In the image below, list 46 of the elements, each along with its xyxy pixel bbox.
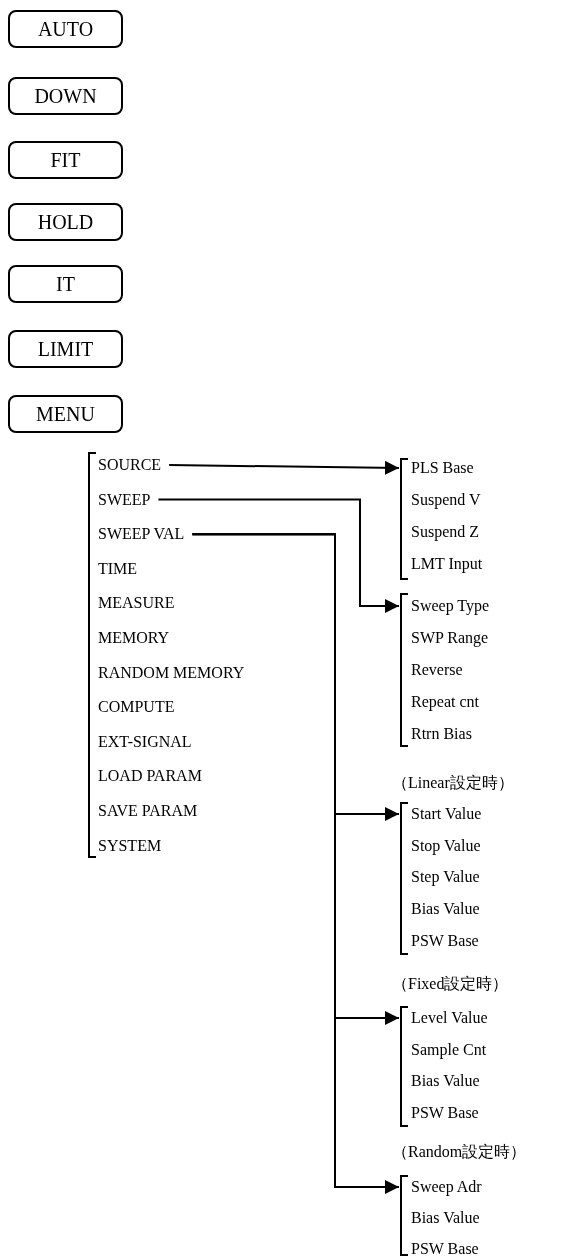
menu-item: Step Value	[411, 867, 480, 888]
menu-item: Stop Value	[411, 835, 481, 856]
menu-item: PSW Base	[411, 1103, 479, 1124]
caption-text: （Linear設定時）	[392, 773, 514, 793]
menu-item: SWP Range	[411, 628, 489, 648]
caption-text: （Fixed設定時）	[392, 974, 509, 994]
menu-item: LOAD PARAM	[98, 766, 202, 787]
menu-item: Sweep Type	[411, 596, 490, 616]
menu-item: Bias Value	[411, 1208, 480, 1228]
menu-item: TIME	[98, 558, 138, 579]
menu-item: MEASURE	[98, 593, 175, 614]
menu-item: PSW Base	[411, 930, 479, 951]
menu-item: Suspend Z	[411, 522, 479, 542]
menu-item: Bias Value	[411, 899, 480, 920]
arrow	[157, 498, 400, 613]
menu-item: Reverse	[411, 660, 463, 680]
menu-item: PLS Base	[411, 458, 474, 478]
menu-item: Level Value	[411, 1008, 488, 1028]
menu-item: SOURCE	[98, 455, 162, 475]
menu-item: Bias Value	[411, 1071, 480, 1092]
menu-item: RANDOM MEMORY	[98, 662, 245, 683]
caption-text: （Random設定時）	[392, 1142, 527, 1162]
menu-item: MEMORY	[98, 628, 170, 648]
key-button: AUTO	[8, 10, 123, 48]
menu-item: SYSTEM	[98, 835, 162, 856]
key-button: MENU	[8, 395, 123, 433]
key-button: DOWN	[8, 77, 123, 115]
menu-item: Rtrn Bias	[411, 724, 472, 744]
key-button: FIT	[8, 141, 123, 179]
key-button: IT	[8, 265, 123, 303]
menu-item: Suspend V	[411, 490, 481, 510]
menu-item: Sweep Adr	[411, 1177, 482, 1197]
menu-item: EXT-SIGNAL	[98, 731, 192, 752]
arrow	[168, 460, 400, 475]
menu-item: Repeat cnt	[411, 692, 479, 712]
menu-item: LMT Input	[411, 554, 483, 574]
menu-item: COMPUTE	[98, 697, 175, 718]
menu-item: PSW Base	[411, 1239, 479, 1259]
key-button: HOLD	[8, 203, 123, 241]
menu-item: Sample Cnt	[411, 1039, 487, 1060]
arrow	[191, 533, 400, 1194]
menu-item: SAVE PARAM	[98, 801, 198, 821]
key-button: LIMIT	[8, 330, 123, 368]
menu-item: SWEEP VAL	[98, 524, 185, 545]
menu-item: Start Value	[411, 804, 482, 824]
menu-item: SWEEP	[98, 489, 151, 510]
